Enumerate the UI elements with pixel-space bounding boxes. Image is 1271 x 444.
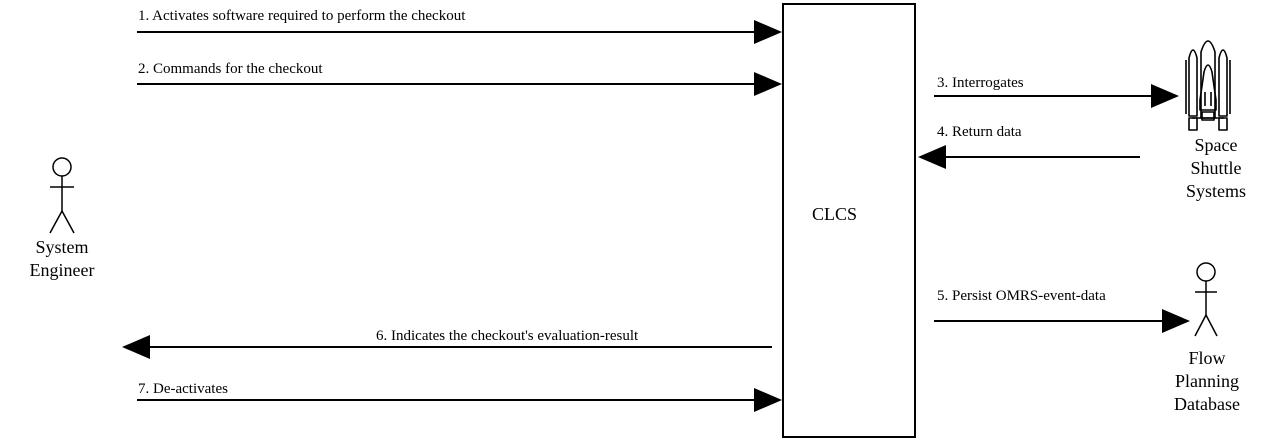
- flow-planning-database-label-line-3: Database: [1174, 394, 1240, 414]
- message-label-5: 5. Persist OMRS-event-data: [937, 288, 1106, 304]
- message-label-2: 2. Commands for the checkout: [138, 61, 323, 77]
- system-engineer-label-line-2: Engineer: [29, 260, 95, 280]
- message-arrowhead-3: [1151, 84, 1179, 108]
- space-shuttle-systems-label-line-1: Space: [1194, 135, 1238, 155]
- space-shuttle-systems-label-line-2: Shuttle: [1190, 158, 1242, 178]
- system-engineer-icon: [49, 157, 75, 234]
- space-shuttle-systems-label: Space Shuttle Systems: [1168, 134, 1264, 203]
- message-arrowhead-5: [1162, 309, 1190, 333]
- clcs-box: [782, 3, 916, 438]
- message-arrowhead-4: [918, 145, 946, 169]
- flow-planning-database-label: Flow Planning Database: [1159, 347, 1255, 416]
- message-arrows: [122, 20, 1190, 412]
- message-arrowhead-2: [754, 72, 782, 96]
- space-shuttle-icon: [1185, 40, 1231, 131]
- flow-planning-database-label-line-1: Flow: [1188, 348, 1226, 368]
- flow-planning-database-icon: [1194, 262, 1218, 337]
- message-arrowhead-6: [122, 335, 150, 359]
- message-label-4: 4. Return data: [937, 124, 1022, 140]
- message-label-1: 1. Activates software required to perfor…: [138, 8, 466, 24]
- system-engineer-label: System Engineer: [14, 236, 110, 282]
- message-label-6: 6. Indicates the checkout's evaluation-r…: [376, 328, 639, 344]
- space-shuttle-systems-label-line-3: Systems: [1185, 181, 1246, 201]
- flow-planning-database-label-line-2: Planning: [1174, 371, 1239, 391]
- message-label-3: 3. Interrogates: [937, 75, 1024, 91]
- message-arrowhead-1: [754, 20, 782, 44]
- message-label-7: 7. De-activates: [138, 381, 228, 397]
- message-arrowhead-7: [754, 388, 782, 412]
- clcs-label: CLCS: [812, 204, 858, 224]
- system-engineer-label-line-1: System: [35, 237, 89, 257]
